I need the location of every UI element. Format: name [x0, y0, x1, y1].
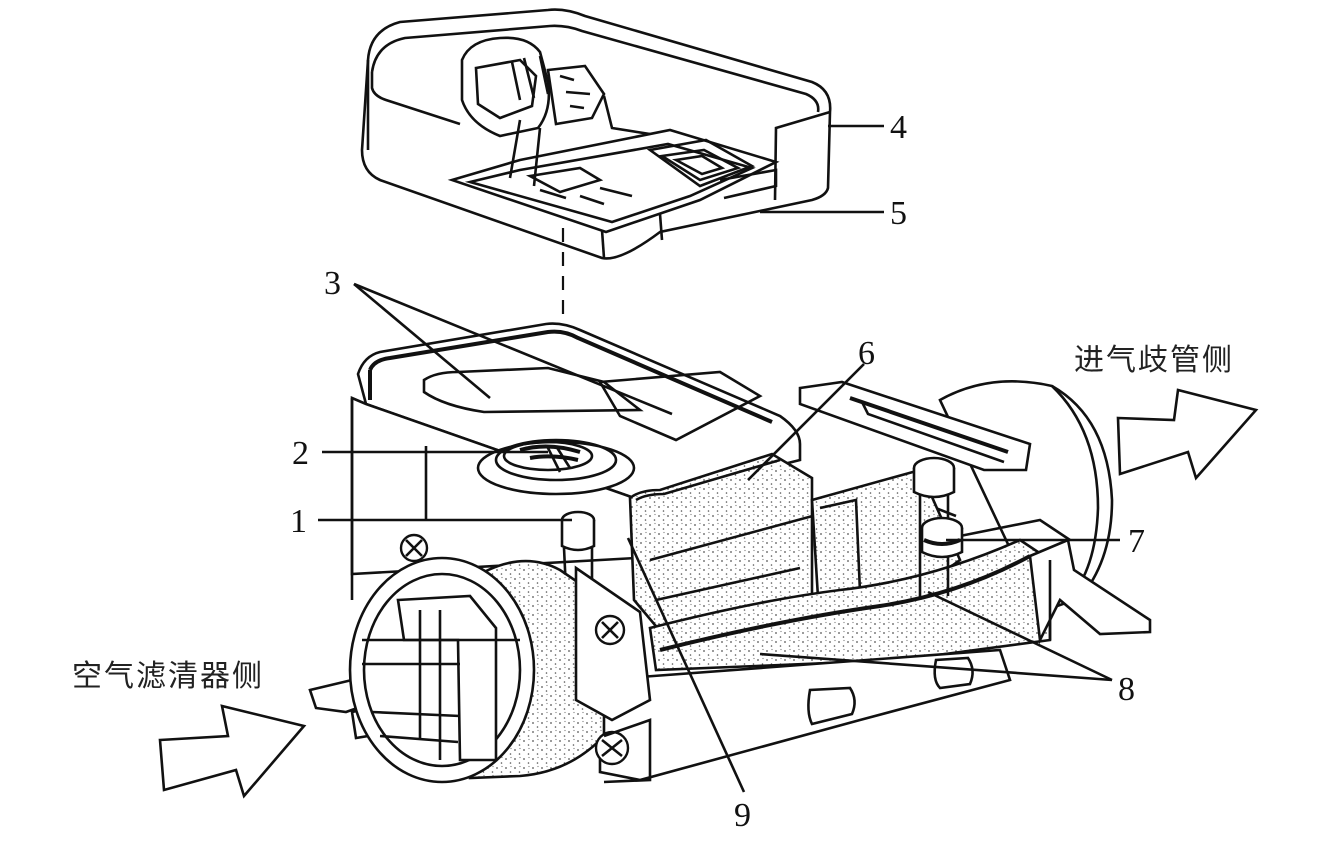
air-filter-flow-arrow [158, 704, 307, 799]
leader-lines [318, 124, 1120, 793]
intake-manifold-side-label: 进气歧管侧 [1074, 343, 1234, 378]
callout-6: 6 [858, 335, 875, 372]
callout-3: 3 [324, 265, 341, 302]
intake-manifold-flow-arrow [1116, 388, 1259, 481]
callout-4: 4 [890, 109, 907, 146]
callout-7: 7 [1128, 523, 1145, 560]
electronic-module-cover [360, 8, 832, 260]
callout-5: 5 [890, 195, 907, 232]
callout-2: 2 [292, 435, 309, 472]
callout-8: 8 [1118, 671, 1135, 708]
air-inlet-ring [308, 533, 652, 784]
air-filter-side-label: 空气滤清器侧 [72, 659, 264, 694]
callout-9: 9 [734, 797, 751, 834]
callout-1: 1 [290, 503, 307, 540]
